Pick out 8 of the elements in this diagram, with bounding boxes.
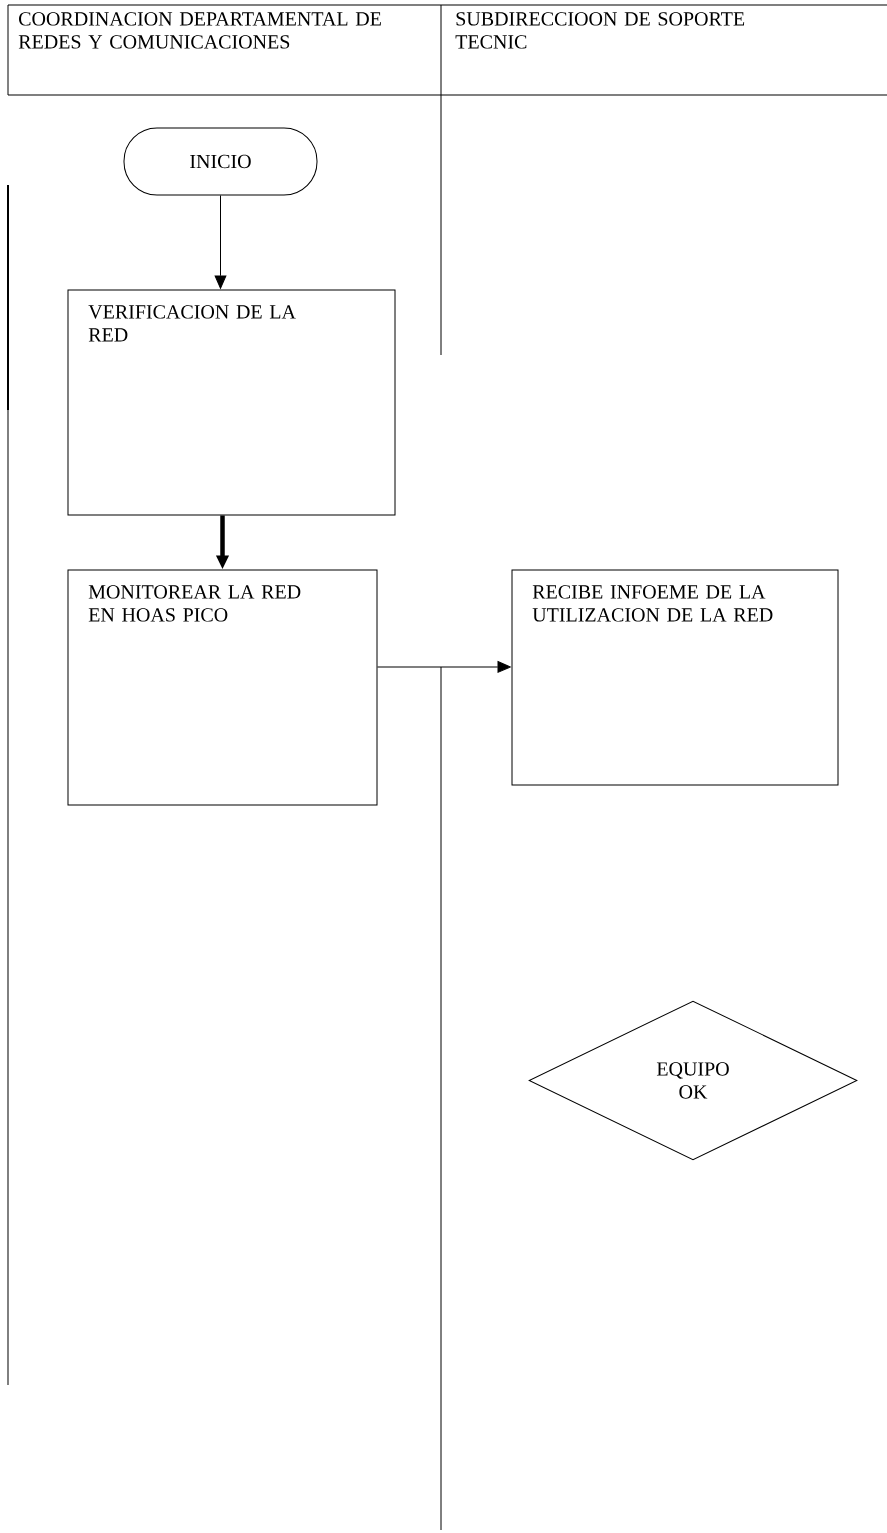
arrow <box>377 661 511 673</box>
start-terminator: INICIO <box>123 127 318 196</box>
lane-heading: COORDINACION DEPARTAMENTAL DE REDES Y COMUNICACIONES <box>18 12 381 49</box>
arrow <box>214 195 227 289</box>
process-box: RECIBE INFOEME DE LA UTILIZACION DE LA RED <box>511 569 839 786</box>
process-box: MONITOREAR LA RED EN HOAS PICO <box>67 569 378 806</box>
process-box: VERIFICACION DE LA RED <box>67 289 396 516</box>
lane-heading: SUBDIRECCIOON DE SOPORTE TECNIC <box>455 12 745 49</box>
